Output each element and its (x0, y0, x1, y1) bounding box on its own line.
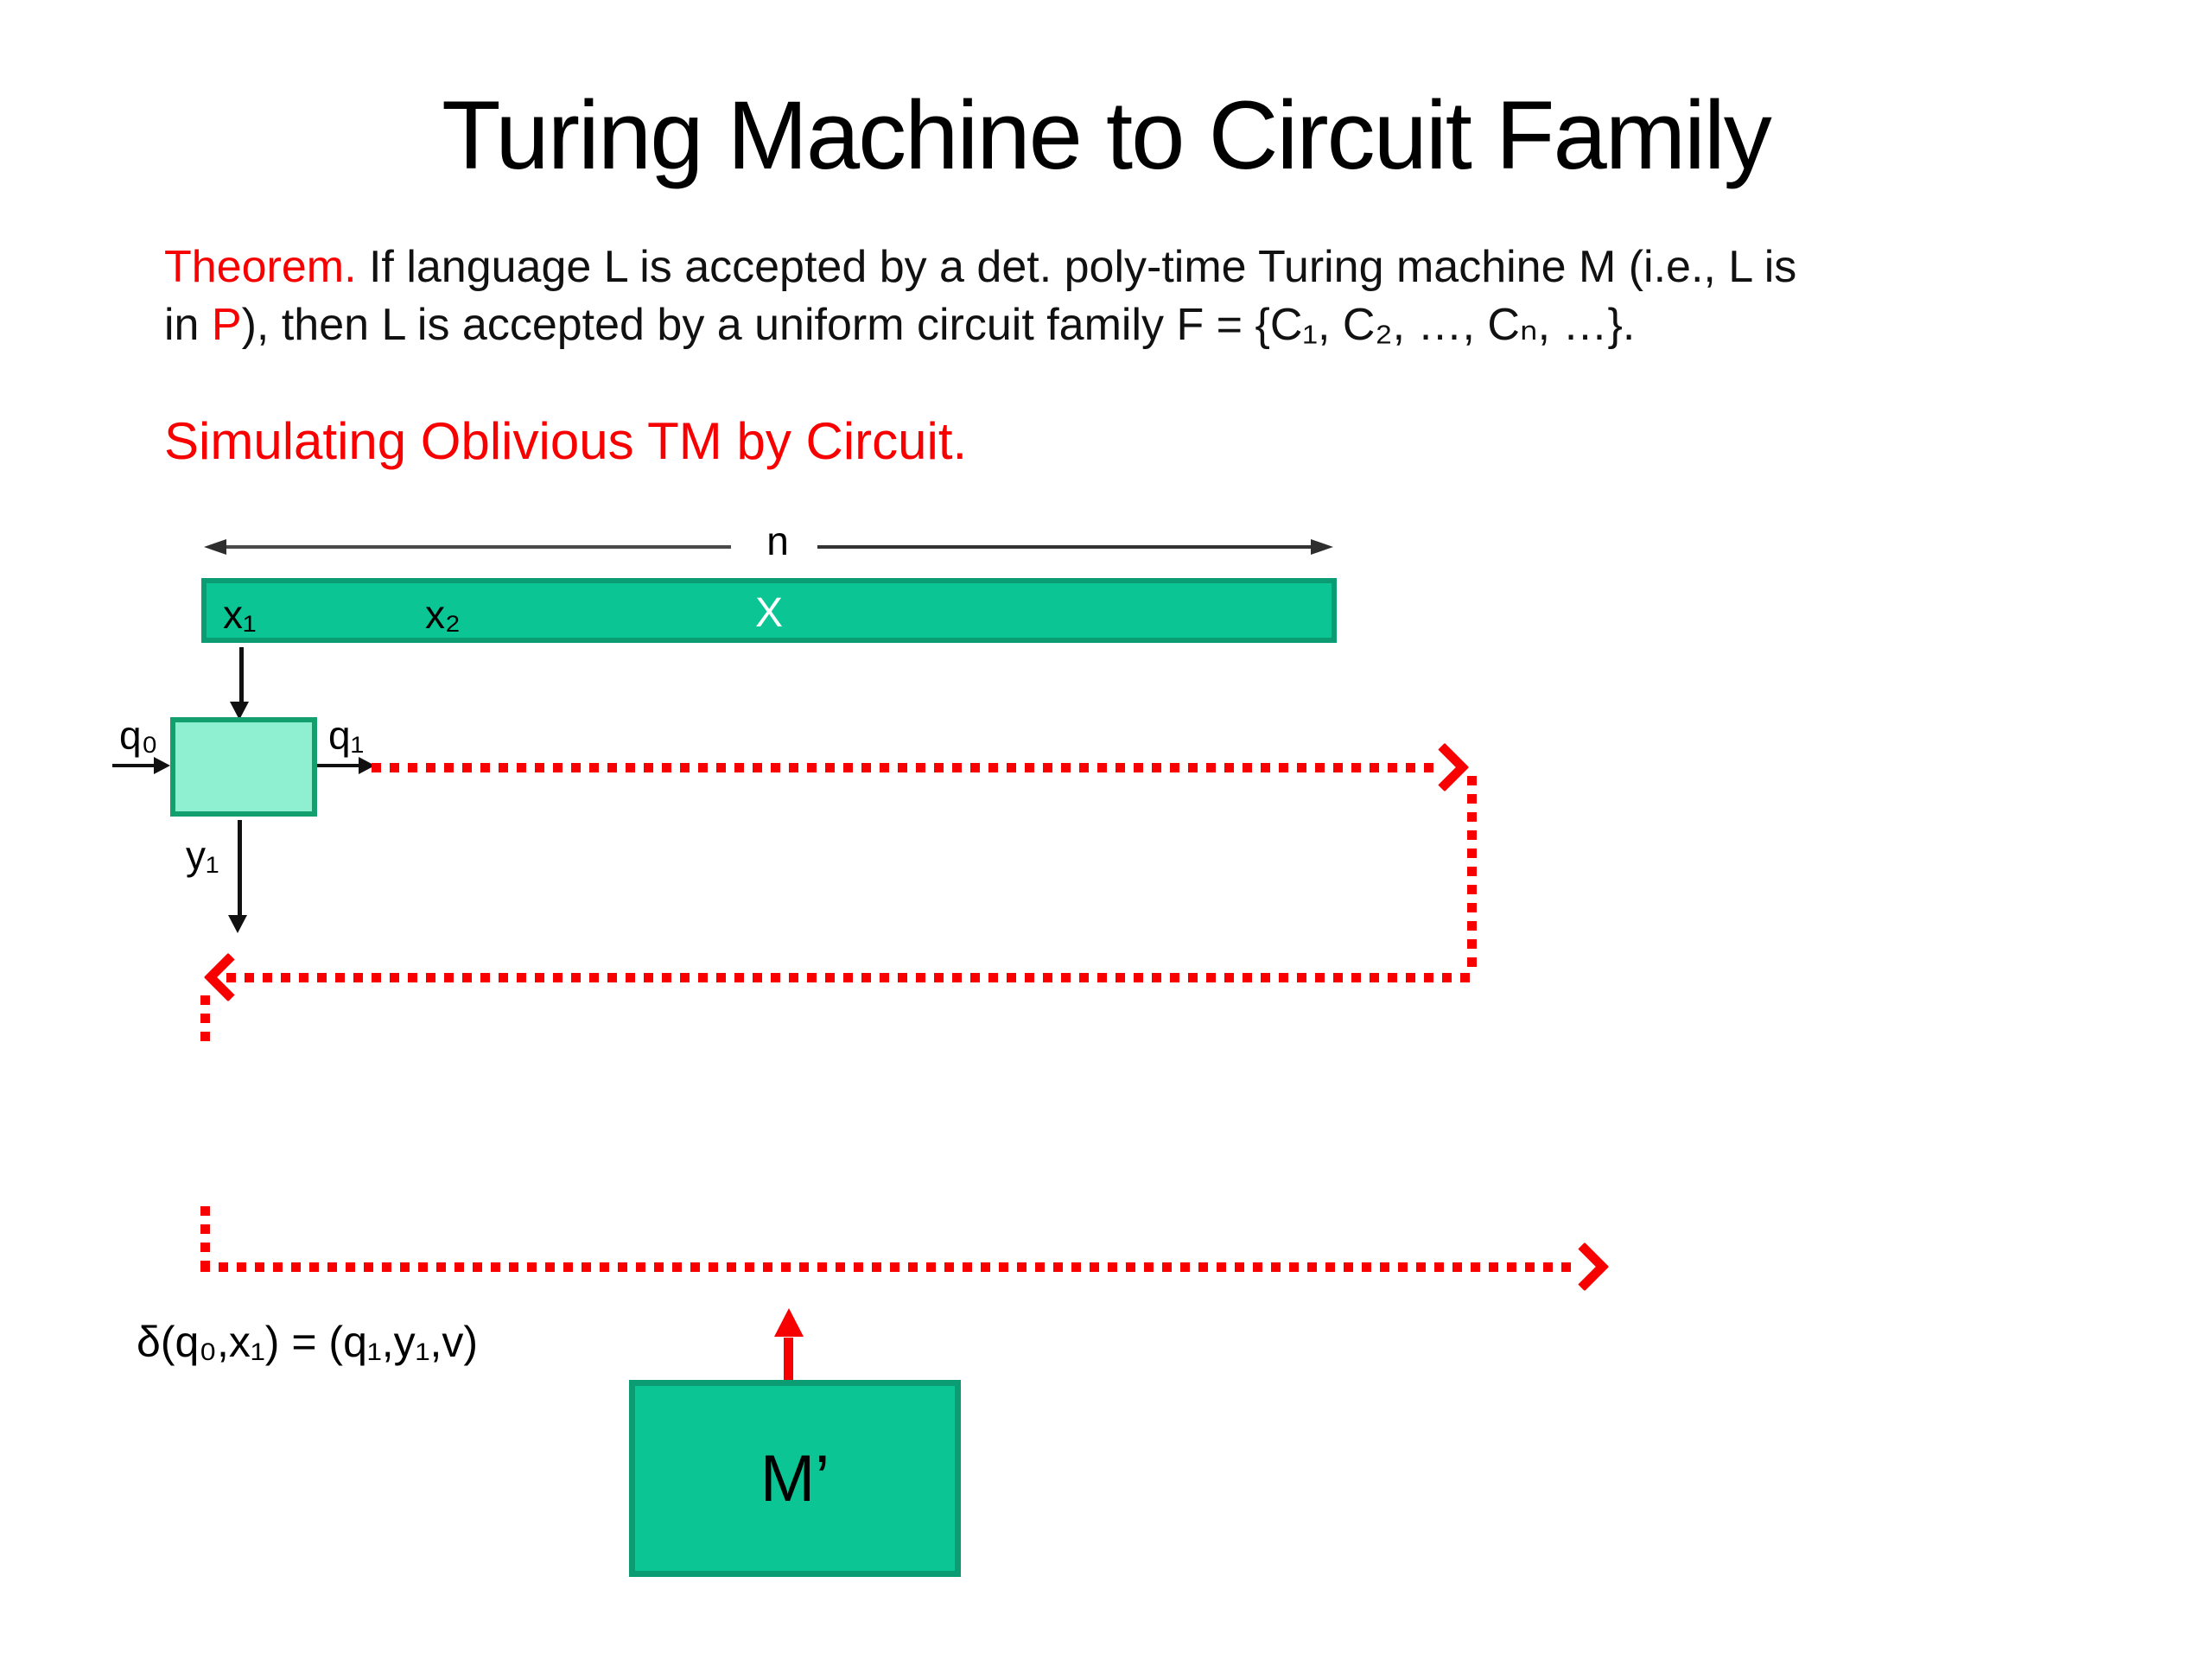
section-heading: Simulating Oblivious TM by Circuit. (164, 412, 968, 470)
tape-cell-x1-label: x₁ (223, 592, 257, 637)
transition-equation: δ(q₀,x₁) = (q₁,y₁,v) (137, 1318, 479, 1366)
head-path-arrowhead-3-icon (1560, 1242, 1610, 1292)
theorem-line-2: in P), then L is accepted by a uniform c… (164, 296, 2100, 354)
oblivious-machine-box: M’ (629, 1380, 961, 1577)
length-label: n (766, 518, 789, 563)
length-arrowhead-left-icon (204, 539, 226, 555)
head-path-arrowhead-2-icon (203, 952, 253, 1002)
theorem-text-2a: in (164, 300, 212, 350)
tape-cell-x2-label: x₂ (425, 592, 461, 637)
theorem-paragraph: Theorem. If language L is accepted by a … (164, 238, 2100, 354)
head-path-segment-3 (226, 973, 1477, 982)
head-path-segment-4 (200, 1262, 1573, 1272)
state-out-arrow-line (317, 764, 359, 767)
tape-to-state-arrowhead-icon (230, 702, 249, 720)
state-out-label: q₁ (328, 713, 365, 758)
state-in-arrow-line (112, 764, 164, 767)
input-tape (201, 578, 1337, 643)
tape-input-word-label: X (754, 590, 783, 636)
machine-output-arrow-line (784, 1338, 793, 1382)
head-path-stub-down (200, 995, 210, 1049)
theorem-line-1: Theorem. If language L is accepted by a … (164, 238, 2100, 296)
length-arrowhead-right-icon (1311, 539, 1333, 555)
state-out-arrowhead-icon (359, 757, 375, 774)
oblivious-machine-label: M’ (760, 1441, 830, 1516)
head-path-segment-1 (372, 763, 1434, 772)
head-path-segment-2 (1467, 776, 1477, 975)
write-symbol-arrowhead-icon (228, 915, 247, 933)
head-path-stub-resume (200, 1206, 210, 1265)
state-transition-box (170, 717, 317, 817)
tape-to-state-line (239, 647, 244, 704)
machine-output-arrowhead-icon (774, 1308, 804, 1337)
length-arrow-line-right (817, 545, 1313, 549)
length-arrow-line-left (225, 545, 731, 549)
theorem-text-2b: ), then L is accepted by a uniform circu… (241, 300, 1636, 350)
theorem-text-1: If language L is accepted by a det. poly… (356, 242, 1797, 292)
state-in-label: q₀ (119, 713, 158, 758)
write-symbol-arrow-line (238, 820, 242, 917)
complexity-class-p: P (211, 300, 242, 350)
write-symbol-label: y₁ (186, 833, 219, 878)
theorem-keyword: Theorem. (164, 242, 357, 292)
state-in-arrowhead-icon (154, 757, 170, 774)
slide-title: Turing Machine to Circuit Family (442, 81, 1772, 189)
head-path-arrowhead-1-icon (1420, 742, 1470, 792)
